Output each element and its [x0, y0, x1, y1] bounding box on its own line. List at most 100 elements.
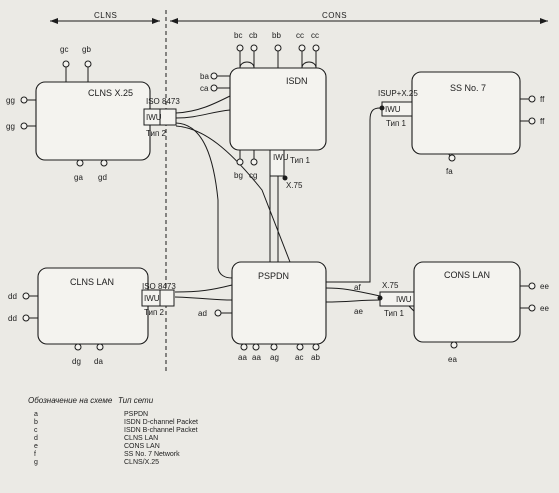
port-ee-1 — [528, 282, 536, 290]
isdn-title: ISDN — [286, 76, 308, 86]
port-label-da: da — [94, 357, 103, 366]
port-ad — [214, 309, 222, 317]
port-gd — [100, 159, 108, 167]
legend-row: b ISDN D-channel Packet — [28, 419, 288, 427]
domain-divider — [50, 10, 548, 372]
legend-network-type: CLNS LAN — [124, 435, 159, 442]
port-label-cc-2: cc — [311, 31, 319, 40]
port-label-ae: ae — [354, 307, 363, 316]
port-label-ba: ba — [200, 72, 209, 81]
port-label-bb: bb — [272, 31, 281, 40]
pspdn-title: PSPDN — [258, 271, 289, 281]
port-label-cg: cg — [249, 171, 257, 180]
port-cc-1 — [298, 44, 306, 52]
iwu-top-label: IWU — [146, 113, 162, 122]
port-dd-1 — [22, 292, 30, 300]
clns-lan-title: CLNS LAN — [70, 277, 114, 287]
port-bc — [236, 44, 244, 52]
legend-row: c ISDN B-channel Packet — [28, 427, 288, 435]
legend-code: f — [34, 451, 36, 458]
legend-network-type: CONS LAN — [124, 443, 160, 450]
iwu-bottom-label: IWU — [144, 294, 160, 303]
iwu-cons-label: IWU — [396, 295, 412, 304]
port-label-aa-1: aa — [238, 353, 247, 362]
legend-code: b — [34, 419, 38, 426]
isdn-network — [229, 67, 327, 151]
legend-header-code: Обозначение на схеме — [28, 396, 113, 405]
iwu-isdn-protocol: X.75 — [286, 181, 303, 190]
legend-row: d CLNS LAN — [28, 435, 288, 443]
port-bg — [236, 158, 244, 166]
port-cc-2 — [312, 44, 320, 52]
iwu-bottom: ISO 8473 IWU Тип 2 — [141, 282, 176, 317]
port-label-dd-2: dd — [8, 314, 17, 323]
port-label-bg: bg — [234, 171, 243, 180]
legend-network-type: CLNS/X.25 — [124, 459, 160, 466]
port-label-ga: ga — [74, 173, 83, 182]
port-label-ab: ab — [311, 353, 320, 362]
iwu-top-type: Тип 2 — [146, 129, 167, 138]
port-label-fa: fa — [446, 167, 453, 176]
port-gc — [62, 60, 70, 68]
port-label-ca: ca — [200, 84, 209, 93]
port-gg-2 — [20, 122, 28, 130]
legend-network-type: ISDN D-channel Packet — [124, 419, 198, 426]
legend-network-type: ISDN B-channel Packet — [124, 427, 198, 434]
iwu-bottom-protocol: ISO 8473 — [142, 282, 176, 291]
port-label-ag: ag — [270, 353, 279, 362]
port-ga — [76, 159, 84, 167]
iwu-top: ISO 8473 IWU Тип 2 — [143, 97, 180, 138]
iwu-isdn-type: Тип 1 — [290, 156, 311, 165]
port-label-dd-1: dd — [8, 292, 17, 301]
clns-domain-label: CLNS — [94, 11, 117, 20]
iwu-isdn: IWU X.75 Тип 1 — [269, 149, 311, 190]
port-label-ff-1: ff — [540, 95, 545, 104]
cons-domain-label: CONS — [322, 11, 347, 20]
port-da — [96, 343, 104, 351]
legend-header-type: Тип сети — [118, 396, 154, 405]
port-dg — [74, 343, 82, 351]
port-label-af: af — [354, 283, 361, 292]
legend-code: a — [34, 411, 38, 418]
port-label-ac: ac — [295, 353, 303, 362]
port-bb — [274, 44, 282, 52]
port-label-ee-2: ee — [540, 304, 549, 313]
port-cg — [250, 158, 258, 166]
port-label-gb: gb — [82, 45, 91, 54]
iwu-ss7-type: Тип 1 — [386, 119, 407, 128]
legend-row: g CLNS/X.25 — [28, 459, 288, 467]
legend-code: g — [34, 459, 38, 466]
port-label-gd: gd — [98, 173, 107, 182]
ports: gc gb gg gg ga gd bc cb bb cc cc ba — [6, 31, 549, 366]
port-ff-2 — [528, 117, 536, 125]
iwu-bottom-type: Тип 2 — [144, 308, 165, 317]
port-ac — [296, 343, 304, 351]
ss7-title: SS No. 7 — [450, 83, 486, 93]
port-label-dg: dg — [72, 357, 81, 366]
port-label-aa-2: aa — [252, 353, 261, 362]
legend-row: a PSPDN — [28, 411, 288, 419]
iwu-ss7-protocol: ISUP+X.25 — [378, 89, 418, 98]
port-ea — [450, 341, 458, 349]
port-ag — [270, 343, 278, 351]
port-ff-1 — [528, 95, 536, 103]
port-label-cb: cb — [249, 31, 258, 40]
port-label-ee-1: ee — [540, 282, 549, 291]
port-aa-2 — [252, 343, 260, 351]
legend-network-type: SS No. 7 Network — [124, 451, 180, 458]
pspdn-network — [231, 261, 327, 345]
port-label-gc: gc — [60, 45, 68, 54]
port-ca — [210, 84, 218, 92]
legend-code: d — [34, 435, 38, 442]
legend-row: e CONS LAN — [28, 443, 288, 451]
port-dd-2 — [22, 314, 30, 322]
legend-network-type: PSPDN — [124, 411, 149, 418]
legend-row: f SS No. 7 Network — [28, 451, 288, 459]
port-label-ad: ad — [198, 309, 207, 318]
legend: Обозначение на схеме Тип сети a PSPDN b … — [28, 396, 288, 467]
port-cb — [250, 44, 258, 52]
port-label-ea: ea — [448, 355, 457, 364]
iwu-cons-type: Тип 1 — [384, 309, 405, 318]
port-label-bc: bc — [234, 31, 242, 40]
port-ba — [210, 72, 218, 80]
